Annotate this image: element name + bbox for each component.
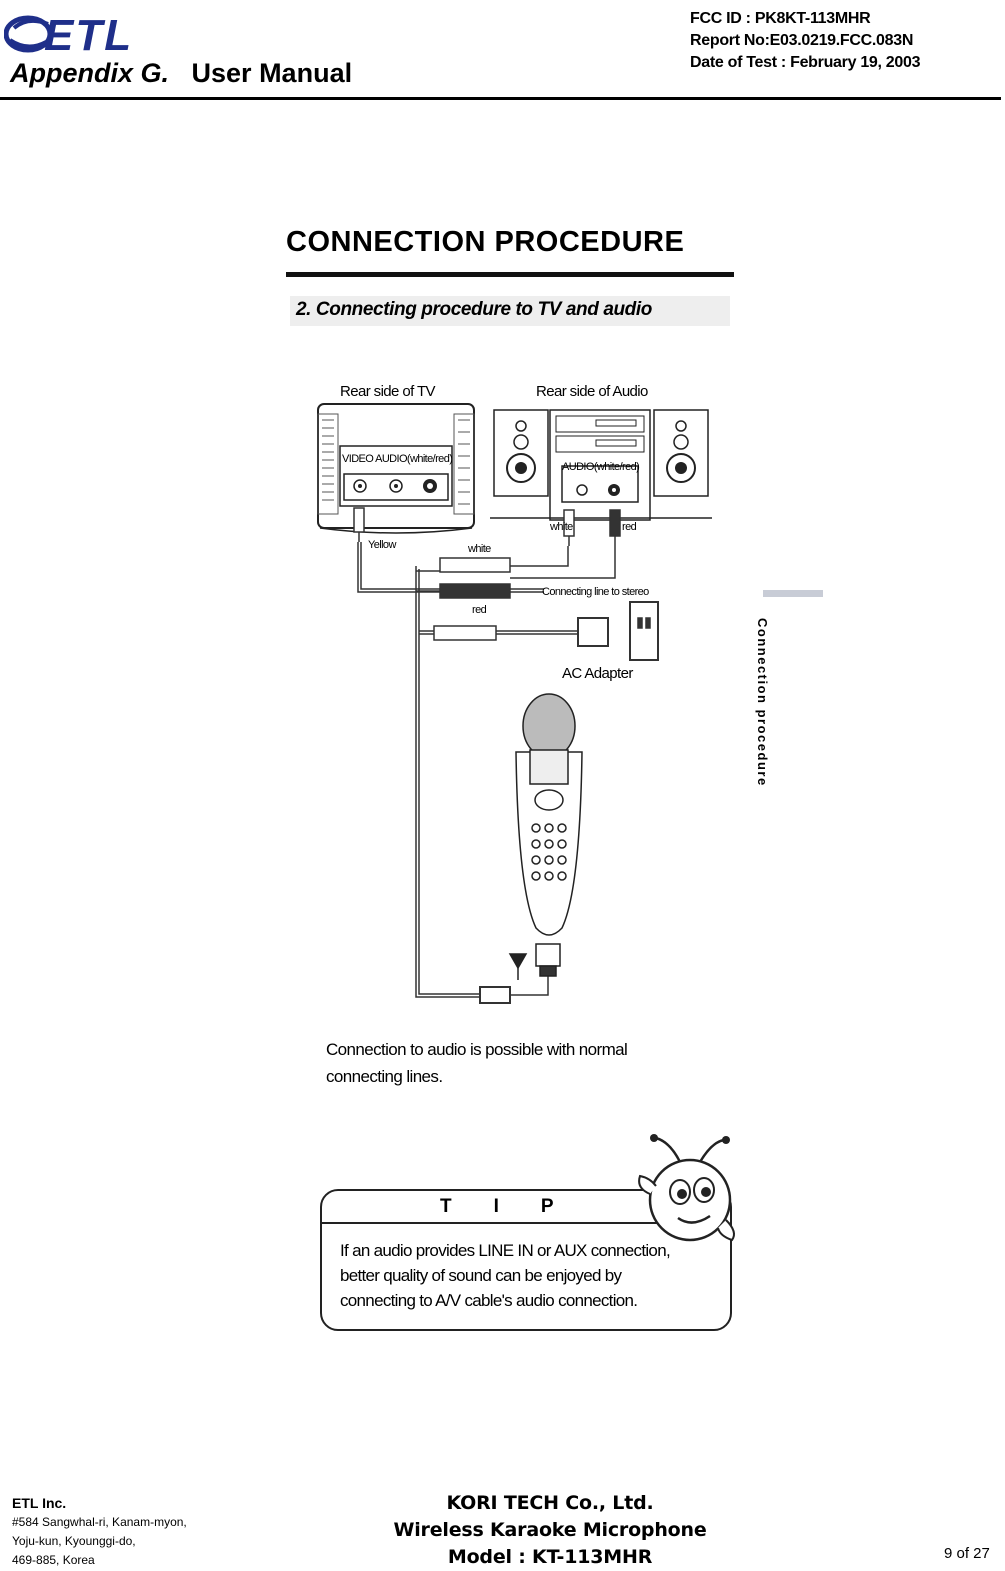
tip-body: If an audio provides LINE IN or AUX conn… [340,1238,720,1313]
tip-line-1: If an audio provides LINE IN or AUX conn… [340,1241,671,1260]
tip-divider [322,1222,728,1224]
appendix-label: Appendix G. [10,58,170,88]
audio-illustration [490,409,712,521]
fcc-id: FCC ID : PK8KT-113MHR [690,10,871,27]
header-title: Appendix G. User Manual [10,58,352,89]
product-name: Wireless Karaoke Microphone [393,1519,707,1541]
microphone-illustration [515,693,583,936]
maker-name: KORI TECH Co., Ltd. [446,1492,654,1514]
model-name: Model : KT-113MHR [447,1546,653,1568]
address-line-1: #584 Sangwhal-ri, Kanam-myon, [12,1515,187,1529]
tip-letter-t: T [440,1196,452,1217]
footer-address: ETL Inc. #584 Sangwhal-ri, Kanam-myon, Y… [12,1494,187,1570]
svg-text:ETL: ETL [44,11,133,58]
white-label-top: white [549,521,573,533]
etl-logo: ETL [4,11,133,58]
yellow-label: Yellow [368,539,396,551]
audio-ports-label: AUDIO(white/red) [562,461,639,473]
tip-line-3: connecting to A/V cable's audio connecti… [340,1291,638,1310]
header-divider [0,97,1001,100]
ac-adapter-label: AC Adapter [562,665,633,682]
address-line-3: 469-885, Korea [12,1553,95,1567]
tip-letter-p: P [540,1196,554,1217]
tip-letter-i: I [493,1196,499,1217]
address-line-2: Yoju-kun, Kyounggi-do, [12,1534,136,1548]
footer-product: KORI TECH Co., Ltd. Wireless Karaoke Mic… [360,1490,740,1571]
page-number: 9 of 27 [944,1545,990,1562]
tip-line-2: better quality of sound can be enjoyed b… [340,1266,622,1285]
note-line-1: Connection to audio is possible with nor… [326,1040,628,1059]
side-label: Connection procedure [755,618,770,787]
connector-illustration [508,943,561,980]
cables [353,507,659,1004]
title-underline [286,272,734,277]
audio-label: Rear side of Audio [536,383,648,400]
mascot-illustration [638,1134,735,1242]
tip-box [320,1189,732,1331]
white-label-mid: white [467,543,491,555]
red-label-mid: red [472,604,487,616]
subtitle-band: 2. Connecting procedure to TV and audio [290,296,730,326]
manual-label: User Manual [191,58,353,88]
report-info: FCC ID : PK8KT-113MHR Report No:E03.0219… [690,8,921,74]
note-line-2: connecting lines. [326,1067,443,1086]
page-title: CONNECTION PROCEDURE [286,226,685,258]
connection-note: Connection to audio is possible with nor… [326,1036,686,1090]
test-date: Date of Test : February 19, 2003 [690,54,921,71]
tv-illustration [317,403,475,534]
side-marker [763,590,823,597]
tv-label: Rear side of TV [340,383,436,400]
subtitle: 2. Connecting procedure to TV and audio [296,299,652,320]
tv-ports-label: VIDEO AUDIO(white/red) [342,453,452,465]
red-label-top: red [622,521,637,533]
report-number: Report No:E03.0219.FCC.083N [690,32,914,49]
company-name: ETL Inc. [12,1495,67,1511]
connecting-line-label: Connecting line to stereo [542,586,649,598]
connection-diagram: Rear side of TV Rear side of Audio VIDEO… [317,383,712,1004]
